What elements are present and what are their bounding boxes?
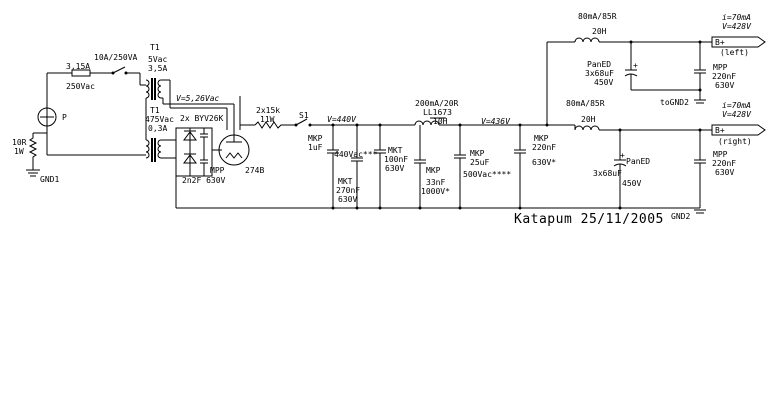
t1-3a5-label: 3,5A	[148, 64, 167, 73]
gnd2-label: GND2	[671, 212, 690, 221]
t1-mid-label: T1	[150, 106, 160, 115]
choke-right-spec: 80mA/85R	[566, 99, 605, 108]
transformer-t1	[145, 78, 235, 175]
mkp25-rating: 500Vac****	[463, 170, 511, 179]
right-current-label: i=70mA	[722, 101, 751, 110]
mkp1-label: MKP	[308, 134, 323, 143]
paned-right-plus: +	[620, 151, 625, 160]
pilot-lamp-label: P	[62, 113, 67, 122]
r10-label: 10R	[12, 138, 27, 147]
gnd1-label: GND1	[40, 175, 59, 184]
inductor-value-label: 10H	[433, 117, 448, 126]
mkt270-value: 270nF	[336, 186, 360, 195]
paned-right-value: 3x68uF	[593, 169, 622, 178]
mkt270-label: MKT	[338, 177, 353, 186]
mkt100-value: 100nF	[384, 155, 408, 164]
choke-right-value: 20H	[581, 115, 596, 124]
r10-w-label: 1W	[14, 147, 24, 156]
tube-label: 274B	[245, 166, 264, 175]
mkp25-value: 25uF	[470, 158, 489, 167]
left-channel-branch	[574, 36, 766, 104]
main-b-plus-rail	[239, 41, 575, 129]
mpp-right-rating: 630V	[715, 168, 734, 177]
mkt100-label: MKT	[388, 146, 403, 155]
choke-right-icon	[574, 125, 600, 131]
right-channel-branch	[574, 124, 766, 214]
r2x15k-label: 2x15k	[256, 106, 280, 115]
author-signature: Katapum 25/11/2005	[514, 212, 664, 227]
resistor-2x15k-icon	[254, 121, 296, 129]
right-channel-label: (right)	[718, 137, 752, 146]
mpp-small-value: 2n2F 630V	[182, 176, 226, 185]
paned-left-rating: 450V	[594, 78, 613, 87]
mpp-right-value: 220nF	[712, 159, 736, 168]
right-voltage-label: V=428V	[722, 110, 752, 119]
fuse1-label: 3,15A	[66, 62, 90, 71]
t1-top-label: T1	[150, 43, 160, 52]
left-channel-label: (left)	[720, 48, 749, 57]
mkp1-value: 1uF	[308, 143, 323, 152]
rectifier-tube-274b	[218, 124, 250, 166]
choke-left-spec: 80mA/85R	[578, 12, 617, 21]
left-voltage-label: V=428V	[722, 22, 752, 31]
left-current-label: i=70mA	[722, 13, 751, 22]
mpp-left-rating: 630V	[715, 81, 734, 90]
mkp220-label: MKP	[534, 134, 549, 143]
inductor-spec-label: 200mA/20R	[415, 99, 459, 108]
diode-icon-2	[183, 154, 197, 164]
mkp25-label: MKP	[470, 149, 485, 158]
choke-left-value: 20H	[592, 27, 607, 36]
mkp220-value: 220nF	[532, 143, 556, 152]
mpp-right-label: MPP	[713, 150, 728, 159]
v526-label: V=5,26Vac	[176, 94, 220, 103]
mkt270-rating: 630V	[338, 195, 357, 204]
b-plus-right-connector	[711, 124, 766, 136]
v440vac-label: 440Vac***	[334, 150, 378, 159]
fuse1-rating-label: 250Vac	[66, 82, 95, 91]
t1-03a-label: 0,3A	[148, 124, 167, 133]
switch-icon	[112, 66, 126, 74]
t1-5vac-label: 5Vac	[148, 55, 167, 64]
paned-right-label: PanED	[626, 157, 650, 166]
paned-right-rating: 450V	[622, 179, 641, 188]
rectifier-bridge	[175, 127, 222, 177]
r11w-label: 11W	[260, 115, 275, 124]
s1-label: S1	[299, 111, 309, 120]
paned-left-label: PanED	[587, 60, 611, 69]
resistor-10r-icon	[28, 133, 38, 170]
inductor-part-label: LL1673	[423, 108, 452, 117]
mains-section	[26, 66, 146, 177]
labels: 3,15A 250Vac 10A/250VA T1 5Vac 3,5A V=5,…	[12, 12, 752, 227]
v436-label: V=436V	[481, 117, 511, 126]
paned-left-value: 3x68uF	[585, 69, 614, 78]
mkp33-value: 33nF	[426, 178, 445, 187]
filter-caps-440	[175, 125, 700, 210]
mkp33-label: MKP	[426, 166, 441, 175]
mkp33-rating: 1000V*	[421, 187, 450, 196]
switch-s1-icon	[295, 118, 308, 126]
mpp-left-value: 220nF	[712, 72, 736, 81]
b-plus-left-label: B+	[715, 38, 725, 47]
bridge-label: 2x BYV26K	[180, 114, 224, 123]
choke-left-icon	[574, 37, 600, 43]
v440-label: V=440V	[327, 115, 357, 124]
switch-main-label: 10A/250VA	[94, 53, 138, 62]
mpp-small-label: MPP	[210, 166, 225, 175]
mpp-left-label: MPP	[713, 63, 728, 72]
paned-left-plus: +	[633, 61, 638, 70]
to-gnd2-label: toGND2	[660, 98, 689, 107]
b-plus-left-connector	[711, 36, 766, 48]
b-plus-right-label: B+	[715, 126, 725, 135]
choke-10h-icon	[414, 120, 440, 126]
mkp220-rating: 630V*	[532, 158, 556, 167]
mkt100-rating: 630V	[385, 164, 404, 173]
t1-475-label: 475Vac	[145, 115, 174, 124]
